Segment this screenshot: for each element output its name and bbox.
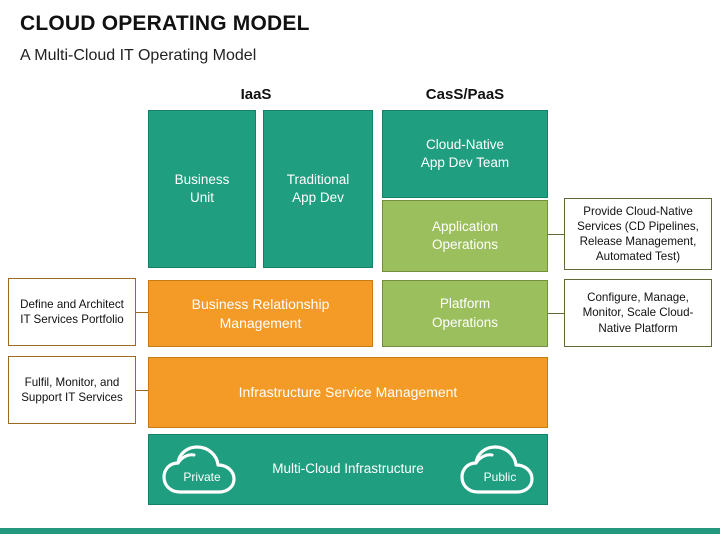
callout-provide-cloud-native-services[interactable]: Provide Cloud-Native Services (CD Pipeli…: [564, 198, 712, 270]
box-application-operations[interactable]: Application Operations: [382, 200, 548, 272]
box-brm-line1: Business Relationship: [191, 295, 330, 312]
box-business-unit-line1: Business: [174, 171, 230, 187]
public-cloud-label: Public: [483, 470, 517, 484]
box-traditional-app-dev-label: Traditional App Dev: [287, 171, 350, 207]
column-header-iaas: IaaS: [240, 86, 272, 103]
callout-fulfil-monitor-support-it-services[interactable]: Fulfil, Monitor, and Support IT Services: [8, 356, 136, 424]
box-platform-operations[interactable]: Platform Operations: [382, 280, 548, 347]
box-business-unit-label: Business Unit: [175, 171, 230, 207]
box-brm-line2: Management: [219, 314, 302, 331]
connector-define-architect: [136, 312, 148, 313]
box-traditional-app-dev-line2: App Dev: [292, 190, 344, 205]
public-cloud-icon: Public: [458, 440, 542, 498]
footer-accent-bar: [0, 528, 720, 534]
box-infrastructure-service-management[interactable]: Infrastructure Service Management: [148, 357, 548, 428]
private-cloud-icon: Private: [160, 440, 244, 498]
box-application-operations-label: Application Operations: [432, 218, 498, 254]
box-cloud-native-team-line1: Cloud-Native: [425, 136, 505, 152]
box-business-relationship-management-label: Business Relationship Management: [192, 295, 330, 333]
box-platform-operations-line2: Operations: [431, 314, 499, 330]
box-business-relationship-management[interactable]: Business Relationship Management: [148, 280, 373, 347]
box-cloud-native-app-dev-team[interactable]: Cloud-Native App Dev Team: [382, 110, 548, 198]
page-subtitle: A Multi-Cloud IT Operating Model: [20, 47, 257, 64]
box-business-unit[interactable]: Business Unit: [148, 110, 256, 268]
box-business-unit-line2: Unit: [189, 190, 214, 205]
page-title: CLOUD OPERATING MODEL: [20, 12, 310, 35]
box-traditional-app-dev[interactable]: Traditional App Dev: [263, 110, 373, 268]
private-cloud-label: Private: [183, 470, 221, 484]
box-cloud-native-app-dev-team-label: Cloud-Native App Dev Team: [421, 136, 509, 172]
box-application-operations-line1: Application: [431, 218, 499, 234]
connector-fulfil-monitor: [136, 390, 148, 391]
connector-configure-manage: [548, 313, 564, 314]
box-cloud-native-team-line2: App Dev Team: [420, 155, 510, 170]
box-application-operations-line2: Operations: [431, 237, 499, 252]
connector-provide-cloud-native: [548, 234, 564, 235]
box-platform-operations-label: Platform Operations: [432, 295, 498, 331]
column-header-caas-paas: CasS/PaaS: [425, 86, 505, 103]
callout-define-architect-it-services-portfolio[interactable]: Define and Architect IT Services Portfol…: [8, 278, 136, 346]
box-platform-operations-line1: Platform: [439, 296, 491, 312]
box-traditional-app-dev-line1: Traditional: [286, 171, 350, 187]
callout-configure-manage-monitor-scale[interactable]: Configure, Manage, Monitor, Scale Cloud-…: [564, 279, 712, 347]
